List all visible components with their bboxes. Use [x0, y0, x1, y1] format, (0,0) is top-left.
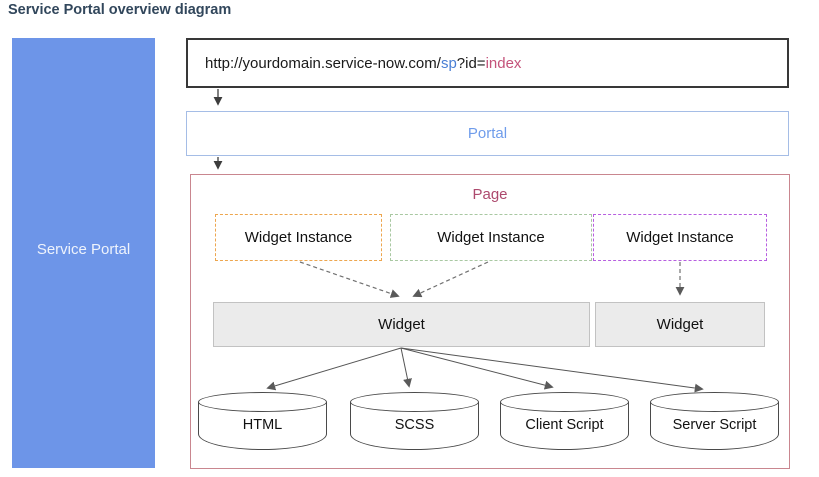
datastore-cylinder-server-script: Server Script	[650, 392, 779, 450]
page-title: Service Portal overview diagram	[8, 2, 232, 18]
url-segment-index: index	[485, 54, 522, 72]
widget-instance-label-2: Widget Instance	[437, 229, 545, 246]
cylinder-top	[198, 392, 327, 412]
portal-label: Portal	[467, 125, 508, 142]
datastore-label-scss: SCSS	[394, 417, 435, 433]
widget-box-left: Widget	[213, 302, 590, 347]
service-portal-panel: Service Portal	[12, 38, 155, 468]
cylinder-top	[650, 392, 779, 412]
datastore-label-client-script: Client Script	[525, 417, 604, 433]
portal-box: Portal	[186, 111, 789, 156]
widget-label-right: Widget	[656, 316, 704, 333]
datastore-cylinder-html: HTML	[198, 392, 327, 450]
widget-label-left: Widget	[378, 316, 425, 333]
service-portal-label: Service Portal	[36, 241, 131, 258]
widget-instance-box-3: Widget Instance	[593, 214, 767, 261]
url-segment-id-param: ?id=	[456, 54, 486, 72]
page-label: Page	[472, 186, 508, 203]
datastore-label-server-script: Server Script	[672, 417, 757, 433]
widget-box-right: Widget	[595, 302, 765, 347]
widget-instance-label-3: Widget Instance	[626, 229, 734, 246]
datastore-cylinder-scss: SCSS	[350, 392, 479, 450]
url-box: http://yourdomain.service-now.com/sp?id=…	[186, 38, 789, 88]
widget-instance-box-1: Widget Instance	[215, 214, 382, 261]
url-segment-sp: sp	[440, 54, 457, 72]
datastore-label-html: HTML	[242, 417, 283, 433]
datastore-cylinder-client-script: Client Script	[500, 392, 629, 450]
widget-instance-label-1: Widget Instance	[244, 229, 353, 246]
cylinder-top	[500, 392, 629, 412]
url-segment-domain: http://yourdomain.service-now.com/	[205, 54, 441, 72]
url-text: http://yourdomain.service-now.com/sp?id=…	[205, 55, 521, 72]
widget-instance-box-2: Widget Instance	[390, 214, 592, 261]
cylinder-top	[350, 392, 479, 412]
